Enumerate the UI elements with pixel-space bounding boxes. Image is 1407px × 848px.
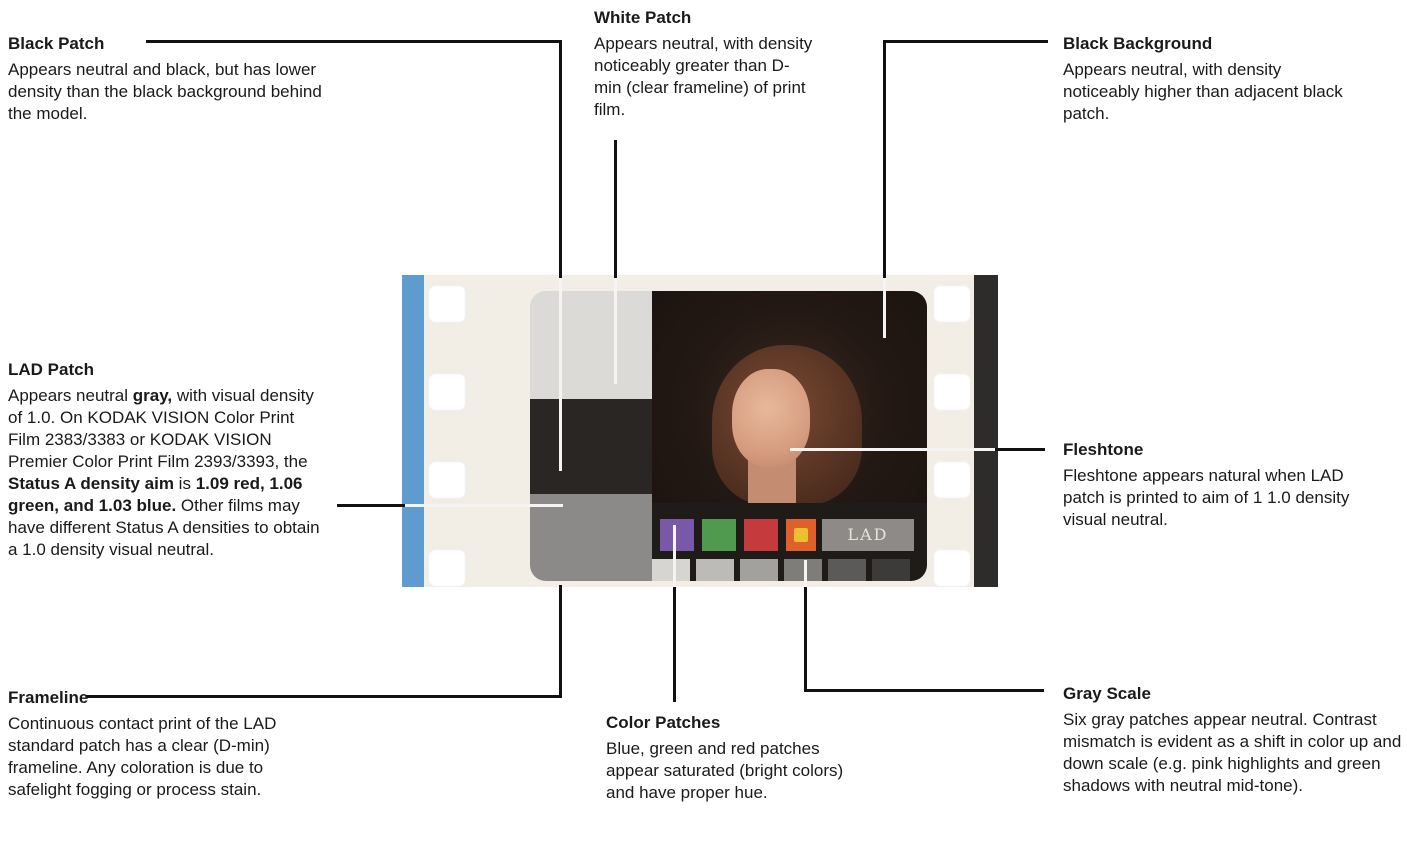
blue-patch [660, 519, 694, 551]
perforation [428, 461, 466, 499]
callout-body: Appears neutral gray, with visual densit… [8, 385, 330, 561]
leader-lad-patch-h [337, 504, 405, 507]
callout-body: Appears neutral, with density noticeably… [594, 34, 813, 119]
callout-fleshtone: Fleshtone Fleshtone appears natural when… [1063, 439, 1353, 531]
leader-gray-scale-v [804, 585, 807, 692]
callout-emphasis: gray, [132, 386, 173, 405]
patch-strip: LAD [652, 503, 927, 581]
leader-gray-scale-inner [804, 560, 807, 587]
leader-frameline-h [86, 695, 562, 698]
callout-body: Blue, green and red patches appear satur… [606, 739, 844, 802]
leader-white-patch-inner [614, 278, 617, 384]
perforation [933, 373, 971, 411]
leader-black-background-h [883, 40, 1048, 43]
gray-scale-patch [828, 559, 866, 581]
leader-frameline-v [559, 585, 562, 698]
callout-black-background: Black Background Appears neutral, with d… [1063, 33, 1353, 125]
callout-text: is [173, 474, 196, 493]
film-frame: LAD [530, 291, 927, 581]
leader-color-patches-v [673, 585, 676, 702]
callout-gray-scale: Gray Scale Six gray patches appear neutr… [1063, 683, 1403, 797]
black-patch [530, 399, 652, 494]
callout-body: Continuous contact print of the LAD stan… [8, 714, 277, 799]
callout-title: Gray Scale [1063, 684, 1151, 703]
perforation [933, 461, 971, 499]
leader-white-patch-v [614, 140, 617, 278]
callout-title: Color Patches [606, 713, 721, 732]
callout-text: Other films may have different Status A … [8, 496, 320, 559]
leader-black-patch-inner [559, 278, 562, 471]
callout-black-patch: Black Patch Appears neutral and black, b… [8, 33, 338, 125]
callout-title: Black Background [1063, 34, 1213, 53]
callout-title: Black Patch [8, 34, 105, 53]
model-face [732, 369, 810, 467]
callout-body: Appears neutral and black, but has lower… [8, 60, 322, 123]
gray-scale-patch [872, 559, 910, 581]
film-strip: LAD [402, 275, 998, 587]
leader-fleshtone-inner [790, 448, 995, 451]
callout-body: Six gray patches appear neutral. Contras… [1063, 710, 1402, 795]
leader-black-patch-h [146, 40, 562, 43]
lad-patch [530, 494, 652, 581]
callout-color-patches: Color Patches Blue, green and red patche… [606, 712, 858, 804]
gray-scale-patch [784, 559, 822, 581]
callout-body: Appears neutral, with density noticeably… [1063, 60, 1343, 123]
leader-fleshtone-h [995, 448, 1045, 451]
perforation [428, 373, 466, 411]
callout-text: Appears neutral [8, 386, 133, 405]
callout-title: Frameline [8, 688, 89, 707]
perforation [428, 285, 466, 323]
film-edge-left [402, 275, 424, 587]
gray-scale-patch [652, 559, 690, 581]
white-patch [530, 291, 652, 399]
model-photo [652, 291, 927, 505]
red-patch [744, 519, 778, 551]
callout-title: LAD Patch [8, 360, 94, 379]
gray-scale-patch [696, 559, 734, 581]
leader-black-background-v [883, 40, 886, 280]
perforation [933, 285, 971, 323]
callout-frameline: Frameline Continuous contact print of th… [8, 687, 298, 801]
leader-gray-scale-h [804, 689, 1044, 692]
lad-tag: LAD [822, 519, 914, 551]
kodak-logo [786, 519, 816, 551]
leader-black-patch-v [559, 40, 562, 280]
callout-emphasis: Status A density aim [8, 474, 174, 493]
callout-body: Fleshtone appears natural when LAD patch… [1063, 466, 1350, 529]
perforation [933, 549, 971, 587]
callout-text: with visual density of 1.0. On KODAK VIS… [8, 386, 314, 471]
gray-scale-patch [740, 559, 778, 581]
leader-lad-patch-inner [405, 504, 563, 507]
leader-black-background-inner [883, 278, 886, 338]
callout-lad-patch: LAD Patch Appears neutral gray, with vis… [8, 359, 330, 561]
callout-emphasis: 1.09 red, 1.06 green, and 1.03 blue. [8, 474, 303, 515]
green-patch [702, 519, 736, 551]
leader-color-patches-inner [673, 525, 676, 587]
callout-title: Fleshtone [1063, 440, 1144, 459]
film-edge-right [974, 275, 998, 587]
perforation [428, 549, 466, 587]
callout-title: White Patch [594, 8, 692, 27]
callout-white-patch: White Patch Appears neutral, with densit… [594, 7, 814, 121]
